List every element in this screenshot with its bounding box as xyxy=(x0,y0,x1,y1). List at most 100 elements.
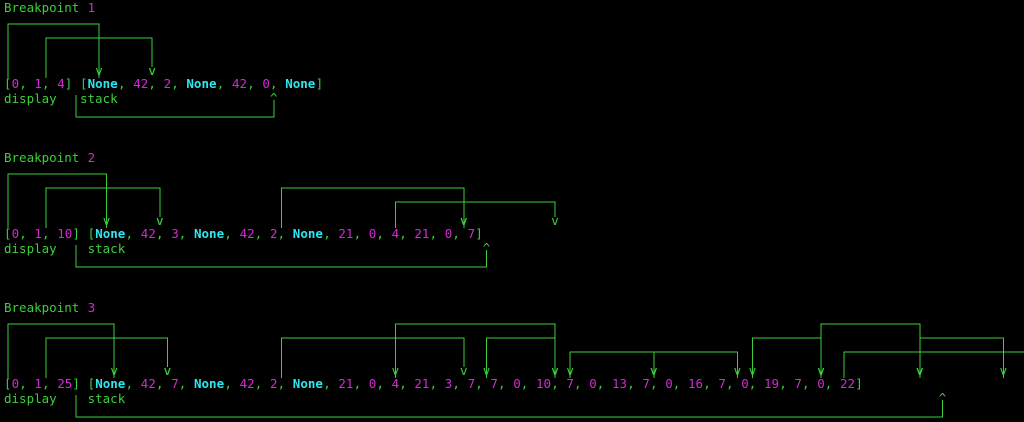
breakpoint-1-arrow-head: v xyxy=(148,63,156,78)
breakpoint-3-stack-label: stack xyxy=(88,391,126,406)
breakpoint-1-stack-value: 0 xyxy=(262,76,270,91)
breakpoint-2-stack-value: 0 xyxy=(369,226,377,241)
breakpoint-3-stack-value: 22 xyxy=(840,376,855,391)
breakpoint-2-display-value: 10 xyxy=(57,226,72,241)
breakpoint-1-stack-value: 2 xyxy=(164,76,172,91)
breakpoint-1-separator: , xyxy=(42,76,50,91)
breakpoint-3-arrow-head: v xyxy=(164,363,172,378)
breakpoint-3-separator: , xyxy=(726,376,734,391)
breakpoint-3-stack-value: 2 xyxy=(270,376,278,391)
breakpoint-2-separator: , xyxy=(278,226,286,241)
breakpoint-3-arrow-head: v xyxy=(551,363,559,378)
breakpoint-3-arrow-18 xyxy=(919,351,1024,367)
breakpoint-3-stack-none: None xyxy=(95,376,126,391)
breakpoint-2-arrow-4 xyxy=(394,201,465,228)
breakpoint-2-stack-top-marker: ^ xyxy=(483,240,491,255)
breakpoint-1-stack-label: stack xyxy=(80,91,118,106)
breakpoint-3-separator: , xyxy=(224,376,232,391)
breakpoint-3-display-value: 25 xyxy=(57,376,72,391)
breakpoint-3-stack-pointer xyxy=(75,395,944,418)
breakpoint-2-arrow-3 xyxy=(280,187,465,228)
breakpoint-3-separator: , xyxy=(673,376,681,391)
breakpoint-3-arrow-15 xyxy=(820,323,921,378)
breakpoint-3-arrow-head: v xyxy=(164,363,172,378)
breakpoint-3-separator: , xyxy=(650,376,658,391)
breakpoint-3-separator: , xyxy=(452,376,460,391)
breakpoint-2-display-value: 1 xyxy=(34,226,42,241)
breakpoint-3-stack-value: 0 xyxy=(589,376,597,391)
breakpoint-2-stack-value: 3 xyxy=(171,226,179,241)
breakpoint-2-stack-value: 2 xyxy=(270,226,278,241)
breakpoint-1-separator: , xyxy=(171,76,179,91)
breakpoint-2-separator: , xyxy=(399,226,407,241)
breakpoint-3-stack-value: 0 xyxy=(369,376,377,391)
breakpoint-3-stack-value: 7 xyxy=(468,376,476,391)
breakpoint-3-separator: , xyxy=(399,376,407,391)
breakpoint-3-display-close: ] xyxy=(72,376,80,391)
breakpoint-2-stack-none: None xyxy=(293,226,324,241)
breakpoint-2-stack-pointer xyxy=(75,245,488,268)
breakpoint-1-stack-none: None xyxy=(88,76,119,91)
breakpoint-2-stack-close: ] xyxy=(475,226,483,241)
breakpoint-3-stack-value: 42 xyxy=(240,376,255,391)
breakpoint-3-arrow-12 xyxy=(752,337,822,378)
breakpoint-3-separator: , xyxy=(179,376,187,391)
breakpoint-3-separator: , xyxy=(42,376,50,391)
breakpoint-2-stack-value: 21 xyxy=(414,226,429,241)
breakpoint-3-stack-none: None xyxy=(194,376,225,391)
breakpoint-2-stack-label: stack xyxy=(88,241,126,256)
breakpoint-1-arrow-2 xyxy=(98,37,153,78)
breakpoint-3-stack-value: 42 xyxy=(141,376,156,391)
breakpoint-1-separator: , xyxy=(148,76,156,91)
breakpoint-2-separator: , xyxy=(42,226,50,241)
breakpoint-2-stack-none: None xyxy=(194,226,225,241)
breakpoint-3-arrow-4 xyxy=(394,323,556,378)
breakpoint-3-separator: , xyxy=(255,376,263,391)
breakpoint-2-arrow-2 xyxy=(106,187,161,228)
breakpoint-2-separator: , xyxy=(126,226,134,241)
breakpoint-2-number: 2 xyxy=(88,150,96,165)
breakpoint-3-display-value: 0 xyxy=(12,376,20,391)
breakpoint-2-separator: , xyxy=(255,226,263,241)
breakpoint-3-arrow-16 xyxy=(919,337,1004,378)
breakpoint-3-separator: , xyxy=(354,376,362,391)
breakpoint-2-display-close: ] xyxy=(72,226,80,241)
breakpoint-3-arrow-head: v xyxy=(817,363,825,378)
breakpoint-3-arrow-1 xyxy=(45,337,168,378)
breakpoint-3-stack-value: 19 xyxy=(764,376,779,391)
breakpoint-2-stack-value: 4 xyxy=(392,226,400,241)
breakpoint-3-arrow-8 xyxy=(569,351,655,378)
breakpoint-2-display-open: [ xyxy=(4,226,12,241)
breakpoint-1-stack-close: ] xyxy=(316,76,324,91)
breakpoint-3-arrow-0 xyxy=(7,323,115,378)
breakpoint-1-arrow-0 xyxy=(7,23,100,78)
breakpoint-2-stack-value: 0 xyxy=(445,226,453,241)
breakpoint-3-arrow-11 xyxy=(752,337,822,378)
breakpoint-1-number: 1 xyxy=(88,0,96,15)
breakpoint-3-separator: , xyxy=(156,376,164,391)
breakpoint-3-separator: , xyxy=(278,376,286,391)
breakpoint-3-arrow-13 xyxy=(653,351,738,378)
breakpoint-3-arrow-10 xyxy=(653,351,738,378)
breakpoint-2-stack-none: None xyxy=(95,226,126,241)
breakpoint-3-number: 3 xyxy=(88,300,96,315)
breakpoint-3-arrow-14 xyxy=(843,351,921,378)
breakpoint-3-display-value: 1 xyxy=(34,376,42,391)
breakpoint-2-stack-value: 42 xyxy=(240,226,255,241)
breakpoint-1-separator: , xyxy=(118,76,126,91)
breakpoint-1-display-value: 1 xyxy=(34,76,42,91)
breakpoint-2-stack-value: 7 xyxy=(468,226,476,241)
breakpoint-2-separator: , xyxy=(179,226,187,241)
breakpoint-3-separator: , xyxy=(498,376,506,391)
breakpoint-3-stack-value: 0 xyxy=(513,376,521,391)
breakpoint-3-separator: , xyxy=(19,376,27,391)
breakpoint-3-stack-value: 0 xyxy=(817,376,825,391)
breakpoint-3-stack-value: 7 xyxy=(794,376,802,391)
breakpoint-1-separator: , xyxy=(217,76,225,91)
breakpoint-3-title: Breakpoint xyxy=(4,300,79,315)
breakpoint-1-display-value: 0 xyxy=(12,76,20,91)
breakpoint-2-display-value: 0 xyxy=(12,226,20,241)
breakpoint-3-stack-top-marker: ^ xyxy=(939,390,947,405)
